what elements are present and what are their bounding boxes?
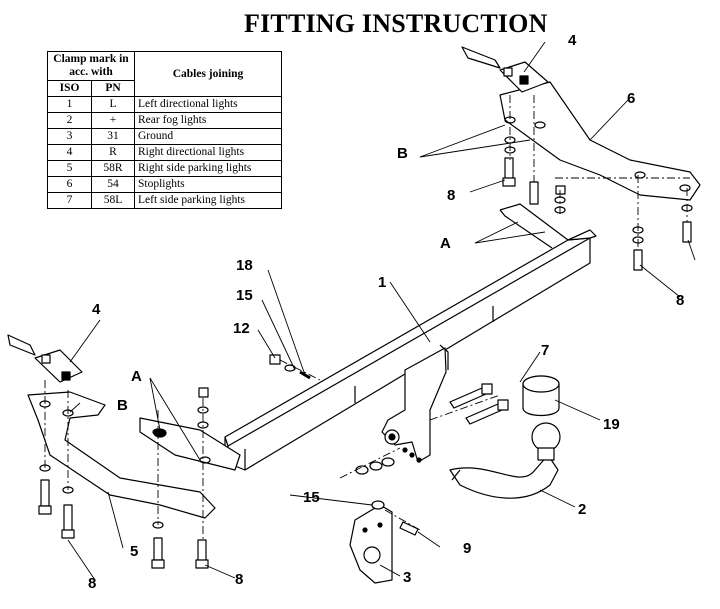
socket-plate	[349, 504, 393, 584]
pn-cell: 58L	[91, 192, 135, 209]
label-a-right: A	[440, 235, 451, 252]
label-2: 2	[578, 501, 586, 518]
clamp-mark-header: Clamp mark in acc. with	[47, 51, 135, 81]
part-labels: 4 6 B 8 A 8 1 18 15 12 4 A B 7 19 15 2 5…	[88, 32, 684, 592]
label-7: 7	[541, 342, 549, 359]
cables-joining-header: Cables joining	[134, 51, 282, 97]
pn-cell: 58R	[91, 160, 135, 177]
label-4-top: 4	[568, 32, 577, 49]
ball-cap	[522, 375, 560, 417]
label-a-left: A	[131, 368, 142, 385]
right-bolts	[502, 136, 693, 271]
cable-cell: Left side parking lights	[134, 192, 282, 209]
label-8-a: 8	[447, 187, 455, 204]
label-4-left: 4	[92, 301, 101, 318]
cable-cell: Stoplights	[134, 176, 282, 193]
small-hardware	[269, 354, 419, 536]
iso-cell: 1	[46, 96, 93, 113]
left-bolts	[38, 387, 209, 569]
label-19: 19	[603, 416, 620, 433]
iso-cell: 6	[46, 176, 93, 193]
tow-ball	[449, 422, 561, 499]
label-12: 12	[233, 320, 250, 337]
label-9: 9	[463, 540, 471, 557]
label-15-a: 15	[236, 287, 253, 304]
leader-lines	[67, 41, 696, 581]
left-clamp-plate	[7, 334, 83, 383]
cable-cell: Right directional lights	[134, 144, 282, 161]
ball-mount-bracket	[381, 344, 449, 463]
label-8-b: 8	[676, 292, 684, 309]
page-title: FITTING INSTRUCTION	[244, 9, 548, 38]
label-b-left: B	[117, 397, 128, 414]
label-6: 6	[627, 90, 635, 107]
label-3: 3	[403, 569, 411, 586]
cables-joining-table: Clamp mark in acc. with Cables joining I…	[46, 51, 282, 209]
label-15-b: 15	[303, 489, 320, 506]
label-18: 18	[236, 257, 253, 274]
bolts-7	[449, 383, 509, 425]
right-bracket	[499, 81, 701, 201]
label-1: 1	[378, 274, 386, 291]
alignment-lines	[44, 95, 690, 540]
label-8-d: 8	[235, 571, 243, 588]
label-5: 5	[130, 543, 138, 560]
label-8-c: 8	[88, 575, 96, 592]
iso-cell: 7	[46, 192, 93, 209]
label-b-right: B	[397, 145, 408, 162]
right-clamp-plate	[461, 46, 549, 93]
iso-header: ISO	[46, 80, 93, 97]
